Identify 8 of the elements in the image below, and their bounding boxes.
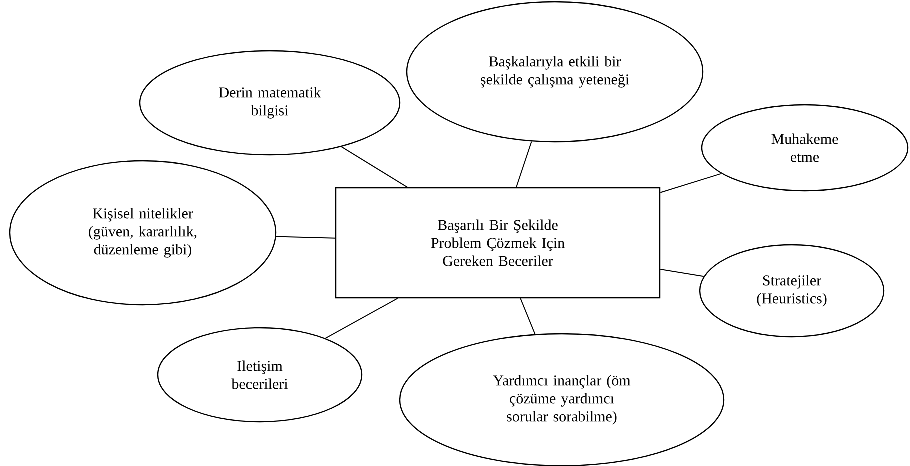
topic-box: Başarılı Bir Şekilde Problem Çözmek Için Gereken Beceriler xyxy=(335,187,661,299)
connector-line xyxy=(341,146,408,188)
connector-line xyxy=(520,298,536,335)
connector-line xyxy=(516,141,532,188)
connector-line xyxy=(660,173,722,194)
connector-line xyxy=(660,269,704,278)
connector-line xyxy=(276,236,336,239)
connector-line xyxy=(325,298,398,339)
